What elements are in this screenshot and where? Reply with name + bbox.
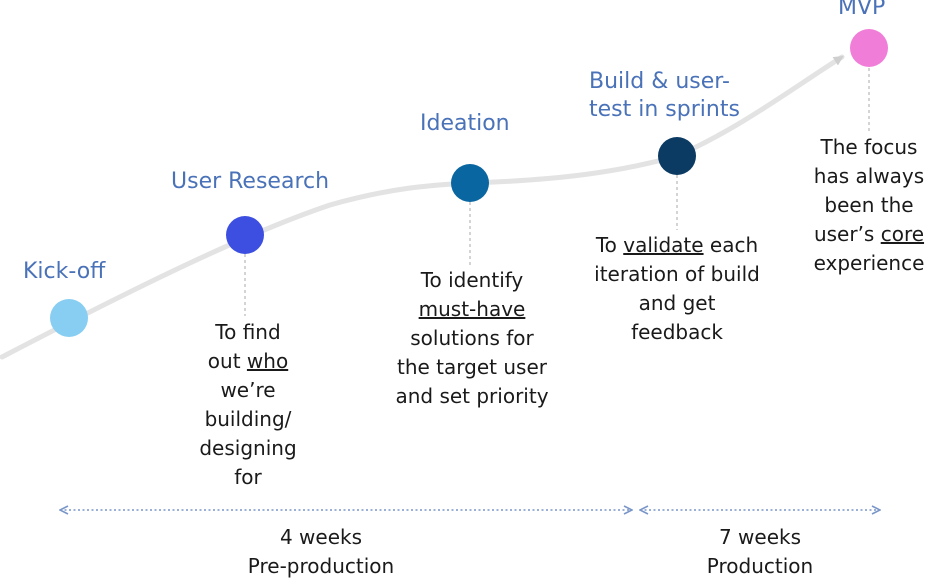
phase-production: 7 weeks Production [680,523,840,581]
desc-line: the target user [382,353,562,382]
desc-emphasis: core [880,222,925,246]
milestone-desc-ideation: To identify must-have solutions for the tar… [382,266,562,411]
milestone-dot-kickoff [50,299,88,337]
desc-emphasis: must-have [418,297,526,321]
desc-text: The focus [820,135,918,159]
desc-text: the target user [397,355,547,379]
desc-line: we’re [175,376,321,405]
desc-text: solutions for [410,326,534,350]
desc-text: experience [813,251,925,275]
desc-text: been the [824,193,914,217]
desc-text: for [234,465,262,489]
desc-line: for [175,463,321,492]
desc-line: solutions for [382,324,562,353]
desc-text: and set priority [395,384,549,408]
desc-text: and get [638,291,716,315]
desc-line: and set priority [382,382,562,411]
milestone-title-kickoff: Kick-off [23,258,105,286]
desc-text: out [207,349,247,373]
desc-line: been the [806,191,931,220]
milestone-title-ideation: Ideation [420,110,510,138]
desc-text: we’re [220,378,276,402]
desc-line: The focus [806,133,931,162]
desc-emphasis: who [246,349,289,373]
desc-text: has always [813,164,925,188]
desc-line: feedback [580,318,774,347]
phase-name: Pre-production [247,554,395,578]
milestone-title-line: Ideation [420,111,510,136]
milestone-title-line: MVP [838,0,886,20]
desc-line: To identify [382,266,562,295]
phase-pre-production: 4 weeks Pre-production [221,523,421,581]
milestone-title-line: test in sprints [589,97,740,122]
desc-text: To identify [420,268,524,292]
desc-text: user’s [813,222,881,246]
desc-line: building/ [175,405,321,434]
desc-line: has always [806,162,931,191]
phase-duration: 4 weeks [279,525,363,549]
phase-duration: 7 weeks [718,525,802,549]
desc-line: must-have [382,295,562,324]
desc-line: To find [175,318,321,347]
desc-line: and get [580,289,774,318]
desc-text: To find [215,320,281,344]
desc-emphasis: validate [623,233,704,257]
desc-line: iteration of build [580,260,774,289]
desc-line: designing [175,434,321,463]
desc-text: building/ [204,407,292,431]
milestone-title-build: Build & user- test in sprints [589,68,740,124]
milestone-dot-build [658,137,696,175]
desc-text: feedback [631,320,723,344]
milestone-dot-mvp [850,29,888,67]
milestone-dot-ideation [451,164,489,202]
desc-text: designing [199,436,297,460]
desc-line: out who [175,347,321,376]
desc-line: To validate each [580,231,774,260]
desc-line: user’s core [806,220,931,249]
milestone-dot-research [226,216,264,254]
milestone-title-mvp: MVP [838,0,885,22]
milestone-title-line: User Research [171,169,330,194]
desc-text: each [703,233,759,257]
desc-text: To [595,233,624,257]
milestone-title-line: Kick-off [23,259,106,284]
milestone-title-research: User Research [171,168,329,196]
desc-line: experience [806,249,931,278]
desc-text: iteration of build [594,262,760,286]
phase-name: Production [706,554,814,578]
milestone-title-line: Build & user- [589,69,730,94]
